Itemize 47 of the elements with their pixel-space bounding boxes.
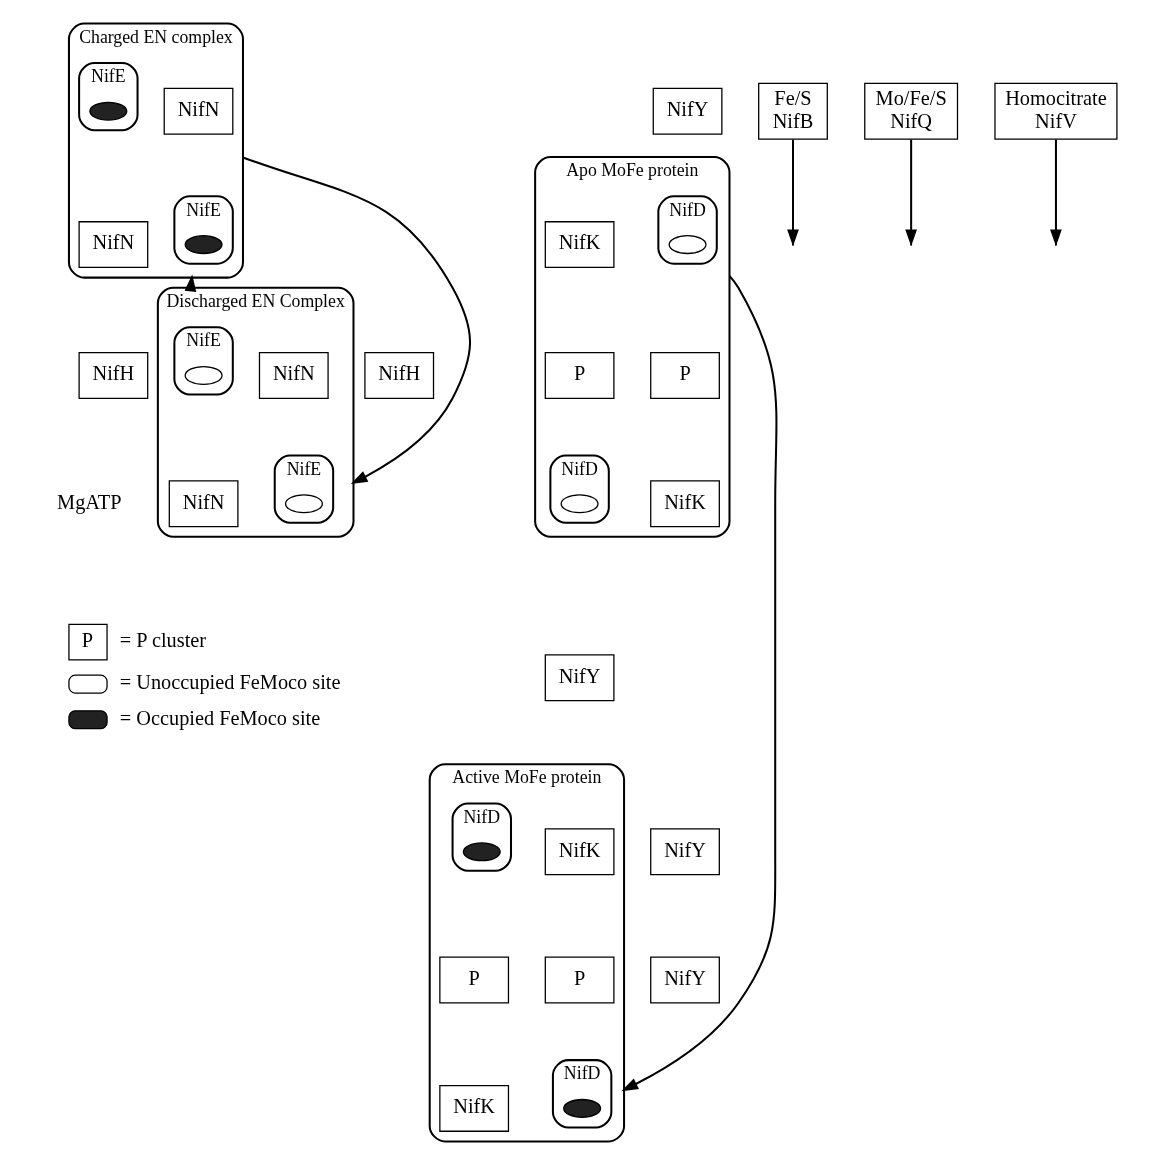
node-ellipse xyxy=(668,235,707,255)
node-box: P xyxy=(544,351,615,399)
node-ellipse xyxy=(184,365,223,385)
node-box: NifH xyxy=(77,351,148,399)
label: MgATP xyxy=(56,490,121,513)
node-box: Mo/Fe/S NifQ xyxy=(863,82,958,140)
legend-label: = Occupied FeMoco site xyxy=(119,706,320,729)
node-box: NifN xyxy=(258,351,329,399)
node-box: NifK xyxy=(649,480,720,528)
node-box: NifK xyxy=(544,221,615,269)
node-box: NifN xyxy=(163,87,233,135)
cluster: NifD xyxy=(551,1059,612,1129)
node-box: NifY xyxy=(652,87,722,135)
arrow xyxy=(620,275,777,1092)
node-box: Fe/S NifB xyxy=(757,82,828,140)
cluster: NifE xyxy=(172,326,234,396)
node-box: NifN xyxy=(168,480,239,528)
legend-label: = Unoccupied FeMoco site xyxy=(119,670,341,693)
cluster: NifD xyxy=(451,802,512,872)
cluster: NifD xyxy=(656,195,718,265)
node-spotted-ellipse xyxy=(184,235,223,255)
arrow xyxy=(1049,139,1062,247)
node-box: P xyxy=(544,956,615,1004)
node-spotted-ellipse xyxy=(462,842,501,862)
node-spotted-ellipse xyxy=(88,101,127,121)
node-spotted-ellipse xyxy=(562,1098,601,1118)
node-ellipse xyxy=(560,494,599,514)
label: P xyxy=(81,629,93,652)
cluster: NifE xyxy=(77,61,139,132)
node-box: NifN xyxy=(77,221,148,269)
node-box: Homocitrate NifV xyxy=(993,82,1118,140)
arrow xyxy=(242,156,471,485)
node-box: NifY xyxy=(649,956,720,1004)
node-box: NifK xyxy=(544,828,615,876)
cluster: NifD xyxy=(548,454,610,524)
arrow xyxy=(904,139,917,247)
node-box: P xyxy=(649,351,720,399)
cluster: NifE xyxy=(172,195,234,265)
node-box: NifH xyxy=(363,351,434,399)
node-box: NifK xyxy=(438,1084,509,1132)
node-box: NifY xyxy=(649,828,720,876)
node-ellipse xyxy=(284,494,323,514)
cluster: NifE xyxy=(273,454,334,524)
arrow xyxy=(786,139,799,247)
node-box: NifY xyxy=(544,654,615,702)
node-box: P xyxy=(438,956,509,1004)
legend-label: = P cluster xyxy=(119,629,206,652)
